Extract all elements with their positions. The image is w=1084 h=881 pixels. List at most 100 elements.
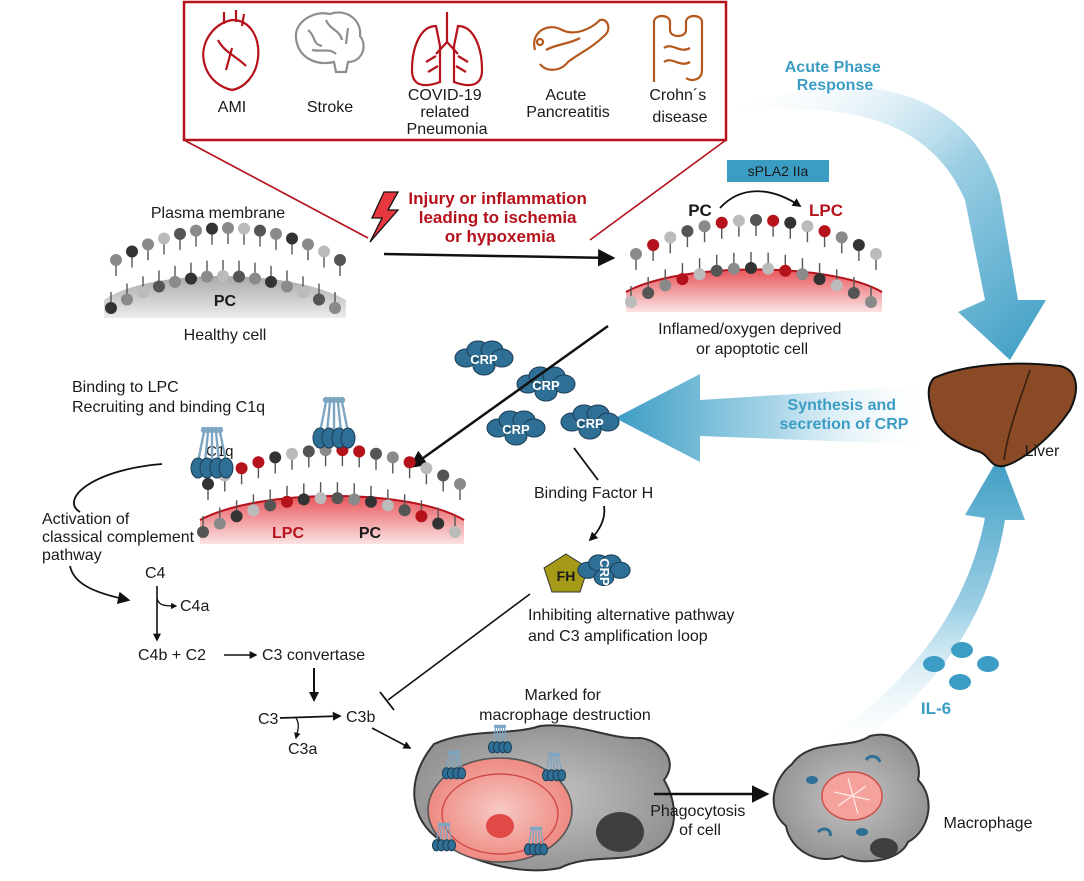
acute-phase-arrow [730, 87, 1046, 360]
c3-convertase-label: C3 convertase [262, 647, 365, 664]
inflamed-lpc-label: LPC [809, 201, 843, 220]
c1q-complex [190, 426, 234, 479]
lipid [745, 214, 762, 274]
disease-ami: AMI [218, 99, 246, 116]
disease-zoom-line-left [183, 139, 369, 239]
crp-label: CRP [502, 422, 530, 437]
marked-label: Marked for macrophage destruction [479, 687, 651, 724]
activation-curve [73, 463, 163, 513]
il6-arrow [820, 455, 1025, 760]
lipid [348, 445, 366, 506]
healthy-membrane [104, 222, 346, 318]
c4b-c2-label: C4b + C2 [138, 647, 206, 664]
synthesis-label: Synthesis and secretion of CRP [780, 397, 909, 433]
lipid [762, 214, 780, 275]
inhibition-line [387, 593, 531, 701]
pc-to-lpc-arrow [719, 190, 802, 209]
c3a-branch [294, 717, 301, 740]
lightning-icon [369, 191, 400, 243]
inflamed-membrane [625, 214, 883, 312]
c4-label: C4 [145, 565, 166, 582]
crp-pentamer: CRP [486, 410, 546, 446]
c3b-label: C3b [346, 709, 375, 726]
lipid [432, 469, 450, 530]
crp-label: CRP [576, 416, 604, 431]
lipid [642, 238, 660, 299]
c3-label: C3 [258, 711, 279, 728]
lipid [830, 231, 848, 292]
lipid [137, 238, 154, 299]
lipid [249, 224, 266, 285]
lipid [185, 224, 202, 285]
disease-pancreatitis: Acute Pancreatitis [526, 87, 610, 121]
lipid [779, 216, 797, 277]
il6-molecule [923, 656, 945, 672]
il6-molecule [949, 674, 971, 690]
crp-membrane [197, 444, 466, 544]
healthy-pc-label: PC [214, 293, 237, 310]
lipid [693, 220, 711, 281]
il6-molecule [951, 642, 973, 658]
crp-pentamer: CRP [560, 404, 620, 440]
c3-to-c3b-arrow [279, 711, 342, 721]
liver-label: Liver [1025, 443, 1060, 460]
lipid [217, 222, 234, 282]
lipid [197, 478, 214, 538]
c1q-complex [523, 826, 549, 856]
membrane-lpc-label: LPC [272, 525, 304, 542]
membrane-pc-label: PC [359, 525, 382, 542]
spla2-label: sPLA2 IIa [748, 163, 809, 179]
inhibition-bar [379, 691, 395, 711]
to-binding-arrow [409, 324, 609, 469]
crp-pentamer [577, 554, 631, 587]
lipid [281, 232, 298, 293]
spla2-box [727, 160, 829, 182]
crp-label: CRP [532, 378, 560, 393]
fh-complex: CRP [543, 553, 631, 593]
fh-crp-label: CRP [597, 558, 612, 586]
inhibiting-label: Inhibiting alternative pathway and C3 am… [528, 607, 739, 645]
disease-zoom-line-right [589, 139, 727, 241]
lipid [727, 214, 745, 275]
lipid [329, 254, 346, 314]
crp-pentamer: CRP [454, 340, 514, 376]
il6-label: IL-6 [921, 699, 951, 718]
activation-arrow [69, 565, 131, 605]
lipid [169, 227, 186, 288]
lipid [105, 254, 122, 314]
c1q-label: C1q [206, 443, 234, 460]
crp-to-fh-line [573, 447, 599, 481]
lipid [676, 225, 694, 286]
lipid [398, 456, 416, 517]
brain-icon [294, 11, 365, 74]
lipid [264, 451, 282, 512]
macrophage-cell [772, 733, 930, 863]
injury-arrow [383, 249, 616, 267]
c1q-complex [312, 396, 356, 449]
healthy-cell-label: Healthy cell [184, 327, 267, 344]
lipid [710, 216, 728, 277]
c3a-label: C3a [288, 741, 317, 758]
crp-secretion-arrow [615, 374, 935, 462]
to-fh-arrow [588, 505, 606, 542]
lungs-icon [410, 12, 484, 87]
lipid [796, 220, 814, 281]
acute-phase-label: Acute Phase Response [785, 59, 886, 94]
pancreas-icon [533, 18, 610, 71]
c1q-complex [431, 822, 457, 852]
inflamed-pc-label: PC [688, 201, 712, 220]
lipid [233, 222, 250, 283]
disease-covid: COVID-19 related Pneumonia [407, 87, 488, 138]
phagocytosis-label: Phagocytosis of cell [650, 803, 750, 839]
liver-icon [927, 362, 1077, 468]
lipid [313, 245, 330, 306]
inflamed-cell-label: Inflamed/oxygen deprived or apoptotic ce… [658, 321, 846, 358]
crp-label: CRP [470, 352, 498, 367]
c1q-complex [541, 752, 567, 782]
lipid [201, 222, 218, 283]
lipid [230, 462, 248, 523]
crp-pentamer: CRP [516, 366, 576, 402]
macrophage-label: Macrophage [944, 815, 1033, 832]
lipid [265, 227, 282, 288]
